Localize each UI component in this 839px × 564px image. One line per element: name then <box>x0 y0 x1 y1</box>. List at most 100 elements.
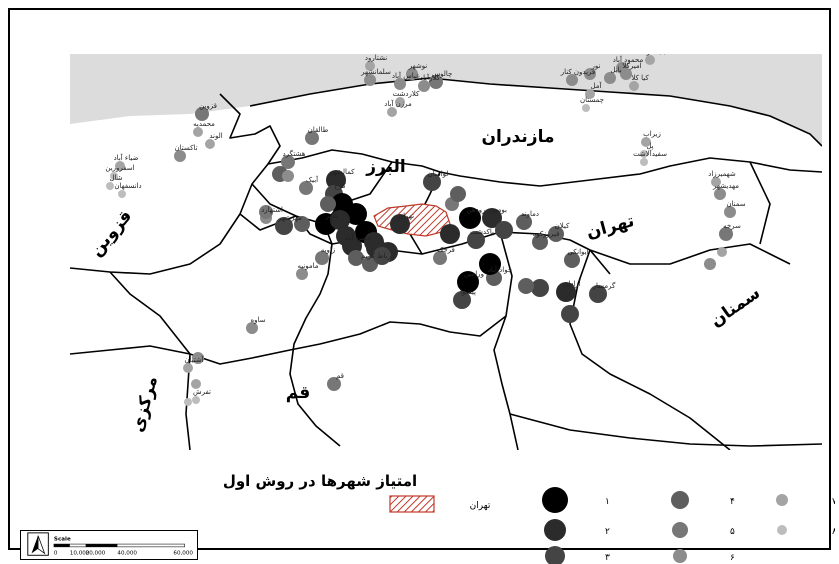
scale-tick-label: 0 <box>54 550 58 556</box>
city-marker <box>191 379 201 389</box>
city-label: آبیک <box>306 175 319 184</box>
city-marker <box>467 231 485 249</box>
city-label: مهدیشهر <box>712 182 739 190</box>
city-marker <box>585 89 595 99</box>
city-marker <box>305 131 319 145</box>
city-marker <box>589 285 607 303</box>
city-marker <box>184 398 192 406</box>
city-marker <box>326 170 346 190</box>
city-marker <box>373 247 391 265</box>
city-marker <box>183 363 193 373</box>
city-label: قزوین <box>199 102 217 110</box>
city-label: دانسفهان <box>114 182 141 190</box>
city-label: اسفرورین <box>105 164 134 172</box>
city-label: شهمیرزاد <box>708 170 736 178</box>
city-label: مرزن آباد <box>384 99 412 108</box>
city-label: آمل <box>591 81 603 90</box>
city-marker <box>418 80 430 92</box>
city-label: تهران <box>398 212 414 220</box>
city-label: قم <box>336 372 344 380</box>
city-marker <box>364 232 384 252</box>
legend-class-4-marker <box>671 491 689 509</box>
city-marker <box>433 251 447 265</box>
city-label: طالقان <box>308 126 329 134</box>
city-label: کیلان <box>555 222 570 230</box>
city-label: نوشهر <box>408 62 428 70</box>
city-marker <box>629 81 639 91</box>
legend-class-5-label: ۵ <box>730 527 735 537</box>
city-label: حسن آباد <box>344 233 371 242</box>
city-label: زاویه <box>321 246 335 254</box>
city-label: شهر <box>325 212 339 220</box>
city-marker <box>192 396 200 404</box>
legend-class-5-marker <box>672 522 688 538</box>
city-marker <box>641 137 651 147</box>
map-canvas: مازندران البرز تهران قزوین سمنان مرکزی ق… <box>70 54 822 450</box>
city-marker <box>704 258 716 270</box>
city-marker <box>711 177 721 187</box>
city-marker <box>620 68 632 80</box>
legend-class-8-marker <box>777 525 787 535</box>
city-label: بابلسر <box>646 54 666 56</box>
city-marker <box>717 247 727 257</box>
city-label: زیراب <box>643 130 661 138</box>
city-marker <box>440 224 460 244</box>
city-marker <box>327 377 341 391</box>
city-marker <box>645 55 655 65</box>
legend-class-6-label: ۶ <box>730 553 735 563</box>
city-marker <box>345 203 367 225</box>
city-label: سرخه <box>723 222 741 230</box>
city-marker <box>548 226 564 242</box>
city-label: کرج <box>334 182 346 190</box>
map-frame: مازندران البرز تهران قزوین سمنان مرکزی ق… <box>8 8 835 564</box>
city-label: ضیاء آباد <box>114 153 139 162</box>
city-label: فیروزکوه <box>533 230 560 238</box>
city-marker <box>556 282 576 302</box>
city-marker <box>423 173 441 191</box>
legend-class-7-label: ۷ <box>832 497 835 507</box>
city-marker <box>459 207 481 229</box>
city-label: نور <box>591 62 601 70</box>
legend-class-1-marker <box>542 487 568 513</box>
city-marker <box>390 214 410 234</box>
caspian-coast <box>249 77 822 147</box>
city-marker <box>582 104 590 112</box>
city-label: نشتارود <box>365 54 387 62</box>
city-marker <box>604 72 616 84</box>
city-marker <box>495 221 513 239</box>
city-marker <box>246 322 258 334</box>
city-label: بومهن <box>489 206 507 214</box>
city-label: سلمانشهر <box>360 68 391 76</box>
city-marker <box>518 278 534 294</box>
city-label: هشتگرد <box>283 149 306 158</box>
map-title: امتیاز شهرها در روش اول <box>222 472 418 490</box>
legend-class-4-label: ۴ <box>730 497 735 507</box>
city-label: ورامین <box>464 270 484 278</box>
legend-tehran-swatch <box>389 495 435 513</box>
city-label: کمالشهر <box>329 168 356 176</box>
city-label: مهرشهر <box>277 214 302 222</box>
city-marker <box>640 150 648 158</box>
city-marker <box>296 268 308 280</box>
city-marker <box>192 352 204 364</box>
city-label: دماوند <box>521 210 539 218</box>
city-marker <box>566 74 578 86</box>
legend-class-7-marker <box>776 494 788 506</box>
city-marker <box>118 190 126 198</box>
city-label: آشتیان <box>184 355 204 364</box>
scale-label: Scale <box>54 536 71 542</box>
city-marker <box>387 107 397 117</box>
city-label: محمدیه <box>193 120 215 128</box>
city-marker <box>281 155 295 169</box>
city-label: پیشوا <box>460 288 476 296</box>
legend-class-3-label: ۳ <box>605 553 610 563</box>
city-label: ایوانکی <box>567 248 588 256</box>
city-label: فریدون کنار <box>560 68 596 76</box>
city-label: مامونیه <box>297 262 318 270</box>
city-marker <box>457 271 479 293</box>
legend-class-8-label: ۸ <box>832 527 835 537</box>
city-marker <box>561 305 579 323</box>
